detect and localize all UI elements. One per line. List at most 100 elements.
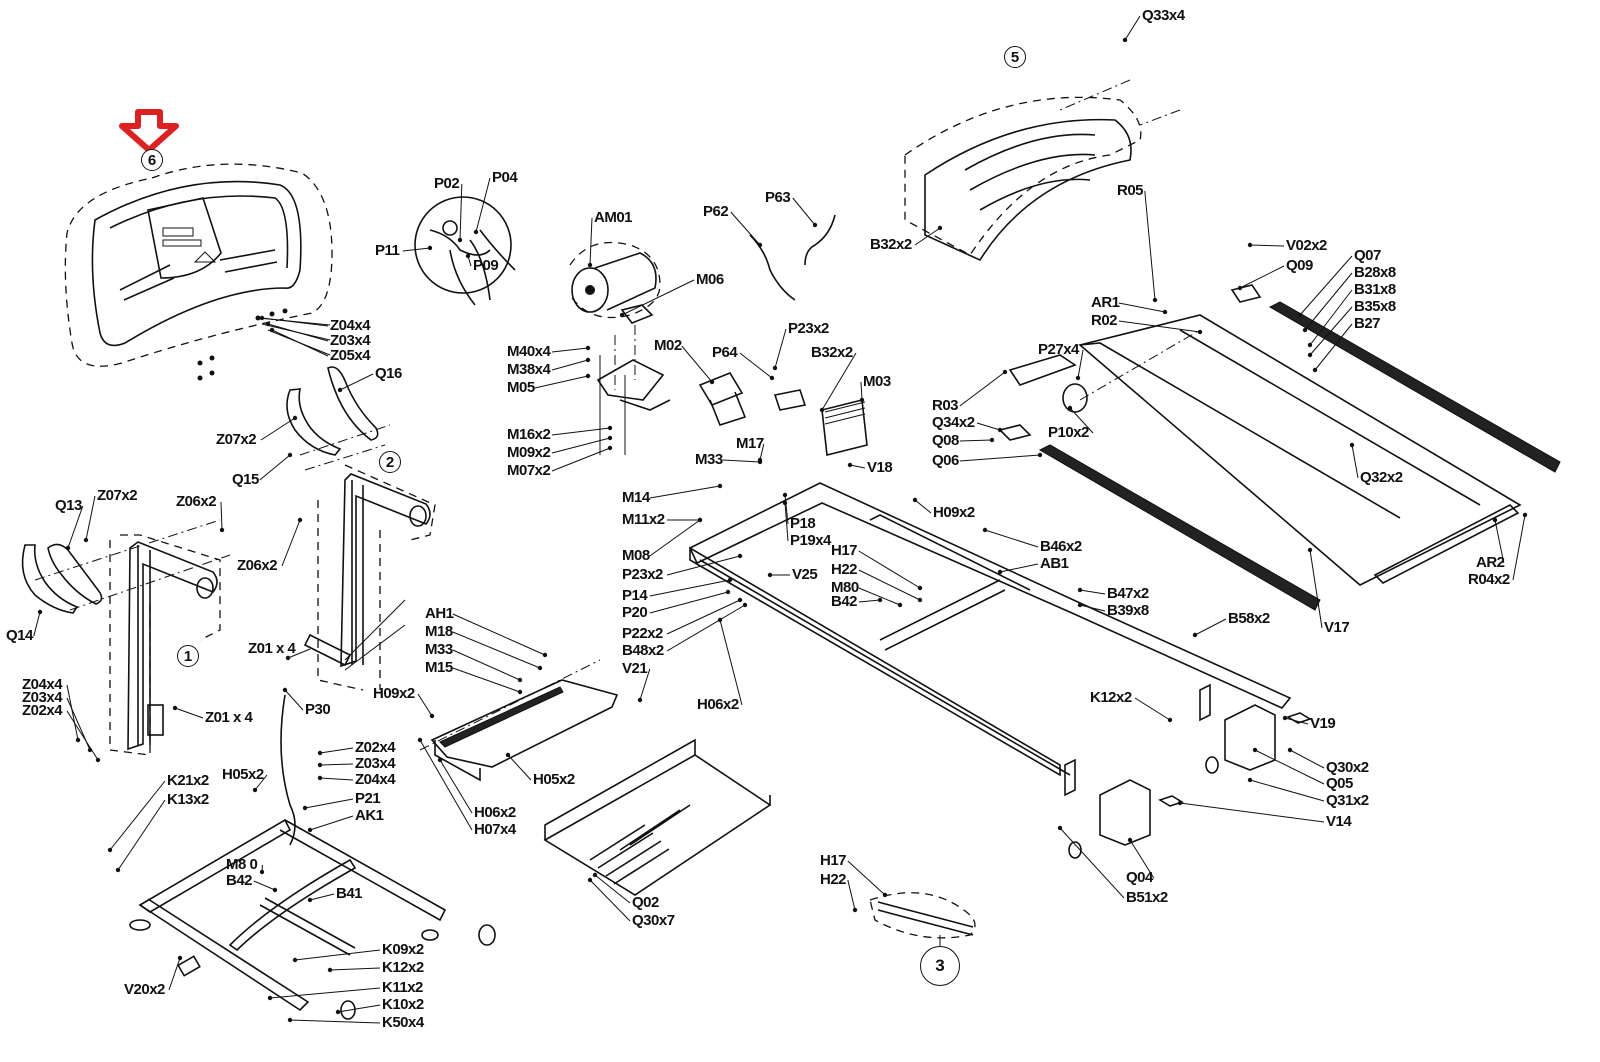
fastener-dot bbox=[417, 737, 423, 743]
console-assembly bbox=[64, 163, 333, 367]
fastener-dot bbox=[717, 617, 723, 623]
fastener-dot bbox=[1167, 717, 1173, 723]
fastener-dot bbox=[297, 517, 303, 523]
part-label-z01x4: Z01 x 4 bbox=[248, 640, 296, 657]
leader-line bbox=[914, 499, 932, 514]
fastener-dot bbox=[1312, 367, 1318, 373]
leader-line bbox=[452, 613, 546, 656]
leader-line bbox=[858, 587, 901, 606]
callout-6: 6 bbox=[141, 149, 163, 171]
fastener-dot bbox=[585, 373, 591, 379]
part-label-p04: P04 bbox=[492, 169, 518, 186]
leader-line bbox=[337, 1004, 381, 1013]
wire-p63 bbox=[804, 214, 836, 266]
incline-link bbox=[869, 892, 976, 948]
fastener-dot bbox=[1492, 517, 1498, 523]
fastener-dot bbox=[75, 737, 81, 743]
leader-line bbox=[1284, 717, 1309, 725]
part-label-h06x2: H06x2 bbox=[474, 804, 516, 821]
part-label-q08: Q08 bbox=[932, 432, 959, 449]
fastener-dot bbox=[265, 321, 271, 327]
part-label-q04: Q04 bbox=[1126, 869, 1153, 886]
part-label-p23x2: P23x2 bbox=[622, 566, 663, 583]
wiring-detail bbox=[414, 196, 516, 306]
fastener-dot bbox=[307, 827, 313, 833]
leader-line bbox=[452, 667, 521, 693]
leader-line bbox=[1194, 618, 1227, 636]
fastener-dot bbox=[1002, 369, 1008, 375]
part-label-h06x2: H06x2 bbox=[697, 696, 739, 713]
part-label-z04x4: Z04x4 bbox=[22, 676, 63, 693]
leader-line bbox=[475, 177, 491, 233]
fastener-dot bbox=[537, 665, 543, 671]
fastener-dot bbox=[437, 757, 443, 763]
handle-grips-right bbox=[286, 366, 391, 471]
part-label-p27x4: P27x4 bbox=[1038, 341, 1079, 358]
incline-assembly bbox=[419, 659, 619, 782]
part-label-v25: V25 bbox=[792, 566, 818, 583]
motor-hood bbox=[904, 79, 1181, 262]
leader-line bbox=[309, 893, 335, 901]
fastener-dot bbox=[607, 425, 613, 431]
fastener-dot bbox=[505, 752, 511, 758]
part-label-h09x2: H09x2 bbox=[933, 504, 975, 521]
leader-line bbox=[1309, 289, 1353, 346]
part-label-p19x4: P19x4 bbox=[790, 532, 831, 549]
fastener-dot bbox=[859, 397, 865, 403]
part-label-v19: V19 bbox=[1310, 715, 1336, 732]
leader-line bbox=[85, 495, 96, 541]
fastener-dot bbox=[457, 237, 463, 243]
leader-line bbox=[281, 519, 301, 567]
fastener-dot bbox=[177, 955, 183, 961]
bottom-cover bbox=[543, 738, 772, 896]
part-label-z07x2: Z07x2 bbox=[97, 487, 138, 504]
fastener-dot bbox=[1247, 777, 1253, 783]
part-label-p18: P18 bbox=[790, 515, 816, 532]
callout-3: 3 bbox=[920, 946, 960, 986]
main-frame bbox=[688, 482, 1292, 859]
fastener-dot bbox=[725, 589, 731, 595]
part-label-b42: B42 bbox=[226, 872, 253, 889]
red-down-arrow-icon bbox=[119, 109, 179, 153]
leader-line bbox=[722, 459, 761, 463]
fastener-dot bbox=[1287, 747, 1293, 753]
part-label-p23x2: P23x2 bbox=[788, 320, 829, 337]
leader-line bbox=[1304, 272, 1353, 331]
leader-line bbox=[649, 519, 701, 557]
fastener-dot bbox=[1237, 285, 1243, 291]
leader-line bbox=[1249, 244, 1285, 247]
leader-line bbox=[534, 375, 589, 389]
part-label-p09: P09 bbox=[473, 257, 499, 274]
leader-line bbox=[849, 464, 866, 469]
leader-line bbox=[1309, 306, 1353, 356]
part-label-ab1: AB1 bbox=[1040, 555, 1069, 572]
part-label-z06x2: Z06x2 bbox=[176, 493, 217, 510]
fastener-dot bbox=[65, 545, 71, 551]
part-label-k10x2: K10x2 bbox=[382, 996, 424, 1013]
part-label-b35x8: B35x8 bbox=[1354, 298, 1396, 315]
fastener-dot bbox=[1197, 329, 1203, 335]
cable-p30 bbox=[280, 694, 296, 846]
fastener-dot bbox=[767, 572, 773, 578]
part-label-z03x4: Z03x4 bbox=[22, 689, 63, 706]
leader-line bbox=[1077, 349, 1084, 379]
part-label-p20: P20 bbox=[622, 604, 648, 621]
fastener-dot bbox=[219, 527, 225, 533]
part-label-b27: B27 bbox=[1354, 315, 1381, 332]
part-label-z05x4: Z05x4 bbox=[330, 347, 371, 364]
part-label-v02x2: V02x2 bbox=[1286, 237, 1327, 254]
fastener-dot bbox=[327, 967, 333, 973]
fastener-dot bbox=[473, 229, 479, 235]
fastener-dot bbox=[742, 602, 748, 608]
leader-line bbox=[1079, 604, 1106, 612]
leader-line bbox=[174, 707, 204, 719]
part-label-m17: M17 bbox=[736, 435, 764, 452]
controller-components bbox=[698, 372, 868, 456]
fastener-dot bbox=[757, 242, 763, 248]
leader-line bbox=[1059, 827, 1125, 899]
part-label-b48x2: B48x2 bbox=[622, 642, 664, 659]
part-label-v20x2: V20x2 bbox=[124, 981, 165, 998]
part-label-p02: P02 bbox=[434, 175, 460, 192]
fastener-dot bbox=[95, 757, 101, 763]
part-label-m15: M15 bbox=[425, 659, 453, 676]
